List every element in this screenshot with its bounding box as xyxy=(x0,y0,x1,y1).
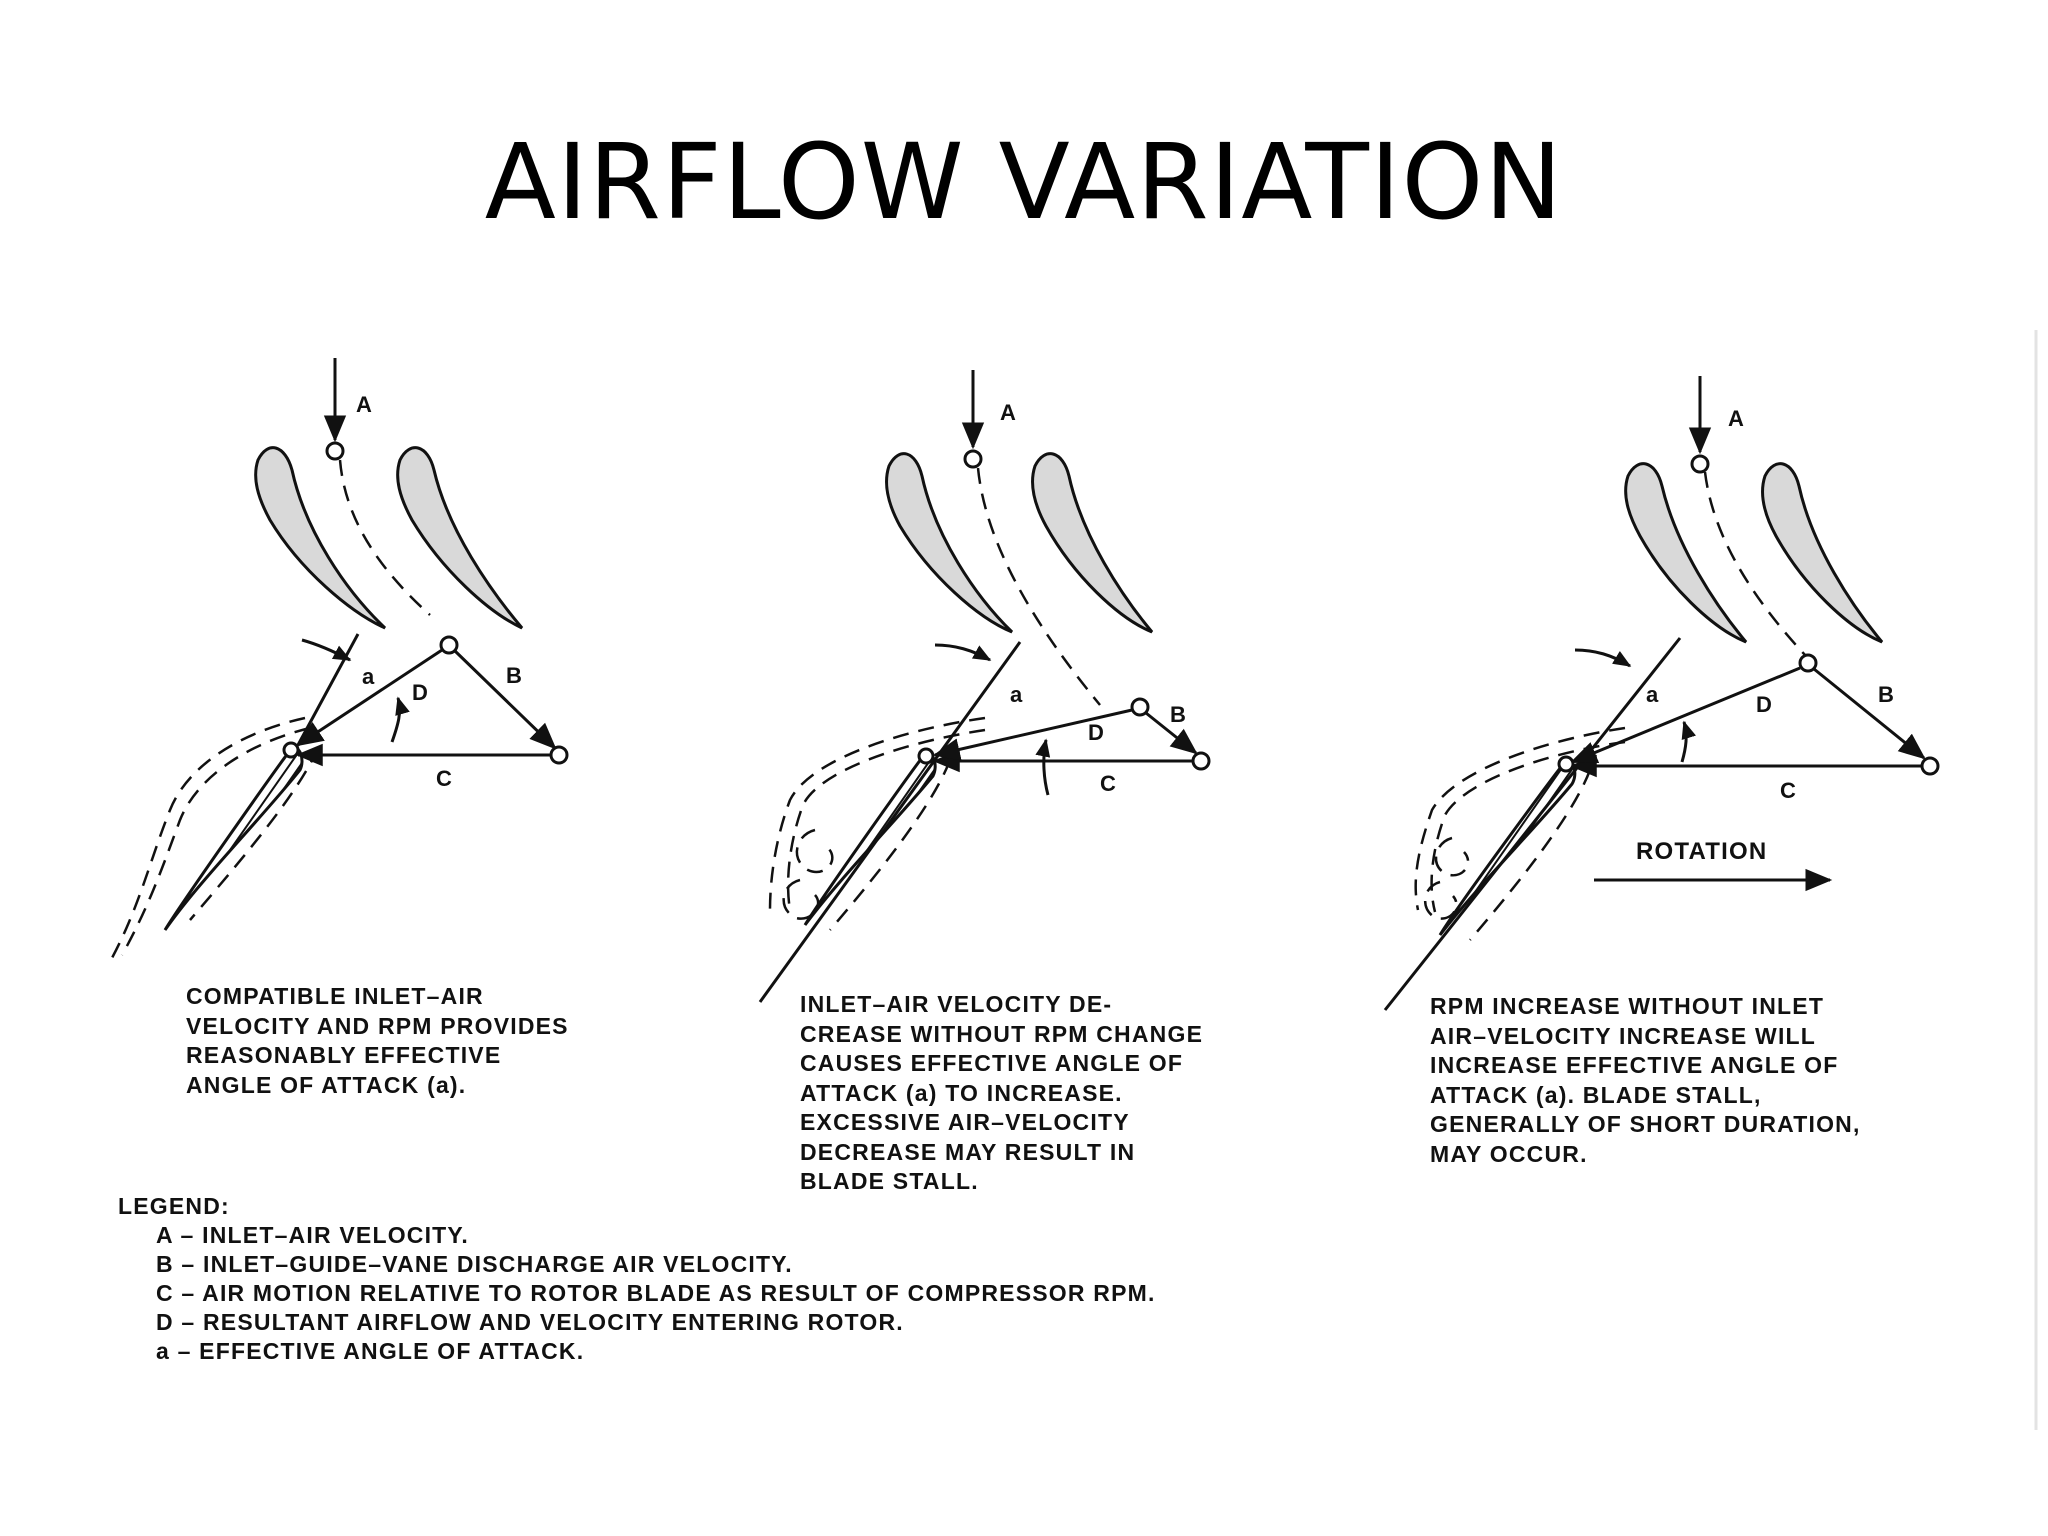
caption-line: EXCESSIVE AIR–VELOCITY xyxy=(800,1109,1130,1135)
node-bd-2 xyxy=(1130,697,1150,717)
flow-envelope-3a xyxy=(1414,726,1626,911)
panel-2-caption: INLET–AIR VELOCITY DE- CREASE WITHOUT RP… xyxy=(800,990,1203,1197)
legend-item-angle: a – EFFECTIVE ANGLE OF ATTACK. xyxy=(156,1338,585,1364)
vector-d-1 xyxy=(296,648,443,747)
node-bc-3 xyxy=(1920,756,1940,776)
flow-envelope-2b xyxy=(786,728,986,911)
rotation-label: ROTATION xyxy=(1636,838,1768,865)
label-a-2: A xyxy=(1000,400,1016,425)
node-a-1 xyxy=(325,441,345,461)
guide-vane-3b xyxy=(1761,462,1884,644)
caption-line: AIR–VELOCITY INCREASE WILL xyxy=(1430,1022,1817,1049)
flow-envelope-2c xyxy=(829,759,952,931)
vector-d-3 xyxy=(1569,666,1801,764)
flow-path-2 xyxy=(976,467,1101,706)
attack-line-3 xyxy=(1383,637,1682,1011)
caption-line: REASONABLY EFFECTIVE xyxy=(186,1042,502,1068)
node-a-3 xyxy=(1690,454,1710,474)
label-angle-2: a xyxy=(1010,682,1023,707)
angle-arc-d-1 xyxy=(390,696,410,743)
caption-line: INCREASE EFFECTIVE ANGLE OF xyxy=(1430,1052,1839,1078)
label-c-3: C xyxy=(1780,778,1796,803)
guide-vane-1a xyxy=(254,446,387,630)
caption-line: ANGLE OF ATTACK (a). xyxy=(186,1071,467,1098)
vector-b-1 xyxy=(453,649,557,750)
legend-item-b: B – INLET–GUIDE–VANE DISCHARGE AIR VELOC… xyxy=(156,1251,793,1277)
label-d-3: D xyxy=(1756,692,1772,717)
panel-1-caption: COMPATIBLE INLET–AIR VELOCITY AND RPM PR… xyxy=(186,982,569,1100)
node-a-2 xyxy=(963,449,983,469)
stall-eddy-2b xyxy=(782,878,820,920)
panel-1-diagram: A B C D a xyxy=(110,358,569,959)
legend: LEGEND: A – INLET–AIR VELOCITY. B – INLE… xyxy=(118,1192,1156,1366)
label-b-1: B xyxy=(506,663,522,688)
flow-envelope-2a xyxy=(768,716,986,911)
guide-vane-3a xyxy=(1624,462,1748,644)
node-rotor-2 xyxy=(917,747,935,765)
legend-item-d: D – RESULTANT AIRFLOW AND VELOCITY ENTER… xyxy=(156,1309,904,1335)
vector-d-2 xyxy=(932,708,1133,761)
stall-eddy-2a xyxy=(795,828,834,874)
caption-line: ATTACK (a) TO INCREASE. xyxy=(800,1079,1123,1106)
flow-envelope-3b xyxy=(1430,740,1626,913)
caption-line: CAUSES EFFECTIVE ANGLE OF xyxy=(800,1050,1184,1076)
stall-eddy-3a xyxy=(1434,836,1470,877)
guide-vane-2b xyxy=(1031,452,1154,634)
panel-3-caption: RPM INCREASE WITHOUT INLET AIR–VELOCITY … xyxy=(1430,992,1861,1169)
angle-arc-d-2 xyxy=(1035,738,1051,796)
caption-line: INLET–AIR VELOCITY DE- xyxy=(800,991,1113,1017)
caption-line: MAY OCCUR. xyxy=(1430,1140,1588,1167)
caption-line: VELOCITY AND RPM PROVIDES xyxy=(186,1012,569,1039)
caption-line: DECREASE MAY RESULT IN xyxy=(800,1138,1136,1165)
stall-eddy-3b xyxy=(1424,880,1458,920)
label-a-1: A xyxy=(356,392,372,417)
flow-envelope-1a xyxy=(120,726,311,956)
vector-b-3 xyxy=(1813,667,1926,760)
node-bc-1 xyxy=(549,745,569,765)
caption-line: GENERALLY OF SHORT DURATION, xyxy=(1430,1111,1861,1137)
flow-envelope-1c xyxy=(189,747,320,921)
caption-line: CREASE WITHOUT RPM CHANGE xyxy=(800,1020,1204,1047)
attack-arc-3 xyxy=(1574,648,1632,668)
label-d-2: D xyxy=(1088,720,1104,745)
label-b-2: B xyxy=(1170,702,1186,727)
panel-3-diagram: A B C D a xyxy=(1383,376,1940,1011)
legend-item-c: C – AIR MOTION RELATIVE TO ROTOR BLADE A… xyxy=(156,1280,1156,1306)
caption-line: RPM INCREASE WITHOUT INLET xyxy=(1430,993,1825,1019)
rotor-blade-2 xyxy=(803,752,937,926)
rotor-blade-3 xyxy=(1438,760,1577,936)
flow-path-1 xyxy=(338,459,431,616)
label-c-1: C xyxy=(436,766,452,791)
angle-arc-d-3 xyxy=(1680,720,1697,763)
panel-2-diagram: A B C D a xyxy=(758,370,1211,1003)
node-rotor-1 xyxy=(282,741,300,759)
node-rotor-3 xyxy=(1557,755,1575,773)
label-c-2: C xyxy=(1100,771,1116,796)
node-bd-1 xyxy=(439,635,459,655)
label-angle-3: a xyxy=(1646,682,1659,707)
label-d-1: D xyxy=(412,680,428,705)
legend-title: LEGEND: xyxy=(118,1193,230,1219)
label-b-3: B xyxy=(1878,682,1894,707)
guide-vane-2a xyxy=(885,452,1014,634)
caption-line: BLADE STALL. xyxy=(800,1168,979,1194)
flow-envelope-1b xyxy=(110,716,306,959)
node-bc-2 xyxy=(1191,751,1211,771)
attack-arc-2 xyxy=(934,643,992,662)
node-bd-3 xyxy=(1798,653,1818,673)
slide-title: AIRFLOW VARIATION xyxy=(484,121,1564,243)
caption-line: ATTACK (a). BLADE STALL, xyxy=(1430,1081,1762,1108)
label-angle-1: a xyxy=(362,664,375,689)
attack-line-2 xyxy=(758,641,1022,1003)
flow-envelope-3c xyxy=(1469,769,1592,941)
attack-arc-1 xyxy=(301,638,352,662)
label-a-3: A xyxy=(1728,406,1744,431)
guide-vane-1b xyxy=(396,446,524,630)
caption-line: COMPATIBLE INLET–AIR xyxy=(186,983,484,1009)
legend-item-a: A – INLET–AIR VELOCITY. xyxy=(156,1222,470,1248)
vector-b-2 xyxy=(1145,711,1198,755)
rotor-blade-1 xyxy=(163,746,304,931)
